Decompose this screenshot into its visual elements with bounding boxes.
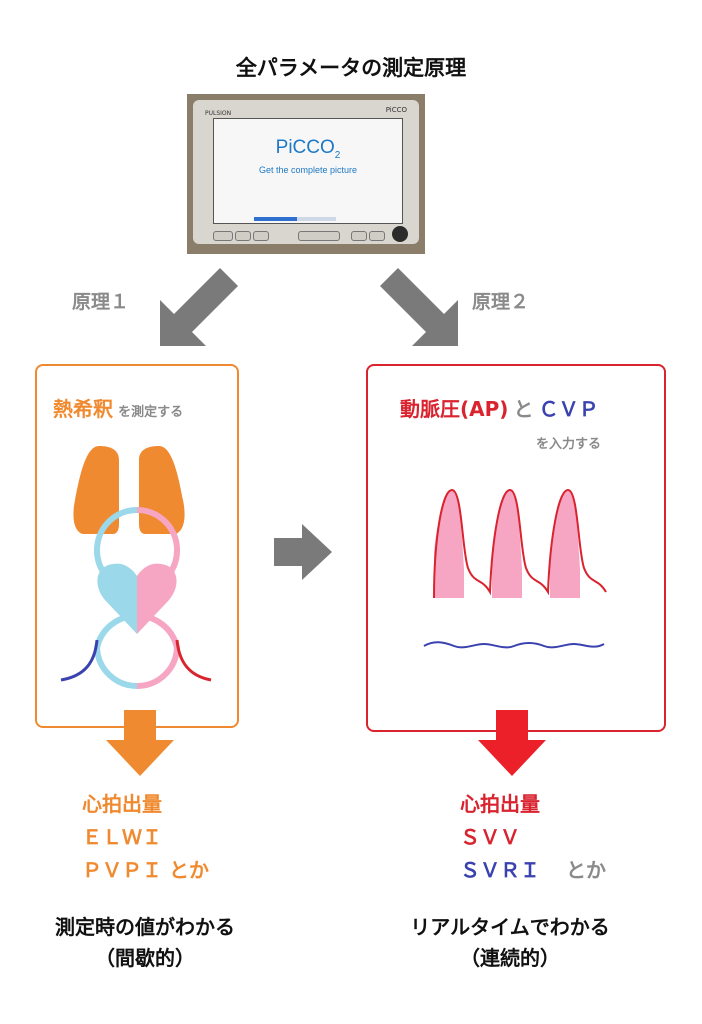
monitor-button	[235, 231, 251, 241]
monitor-screen: PiCCO2 Get the complete picture	[213, 118, 403, 224]
page-title: 全パラメータの測定原理	[235, 56, 467, 80]
left-box-heading: 熱希釈 を測定する	[53, 393, 183, 422]
result-item: 心拍出量	[460, 792, 540, 816]
arterial-waveform-icon	[423, 488, 607, 649]
arrow-down-red-icon	[478, 710, 546, 776]
left-results: 心拍出量 ＥＬＷＩ ＰＶＰＩ とか	[82, 788, 209, 887]
result-item: ＳＶＶ	[460, 825, 520, 849]
thermodilution-title: 熱希釈	[53, 397, 113, 421]
right-box-heading: 動脈圧(AP) と ＣＶＰ	[400, 393, 599, 422]
arrow-down-right-icon	[380, 268, 458, 346]
heart-lung-circulation-icon	[60, 446, 212, 690]
result-item: ＥＬＷＩ	[82, 825, 162, 849]
thermodilution-suffix: を測定する	[118, 405, 184, 420]
monitor-button	[351, 231, 367, 241]
loading-progress-bar	[254, 217, 336, 221]
loading-progress-fill	[254, 217, 297, 221]
result-item: ＰＶＰＩ とか	[82, 858, 209, 882]
brand-label-right: PiCCO	[385, 106, 407, 114]
brand-label-left: PULSION	[205, 110, 232, 117]
right-box-suffix: を入力する	[536, 437, 602, 452]
monitor-button	[213, 231, 233, 241]
arrow-down-left-icon	[160, 268, 238, 346]
monitor-bezel: PULSION PiCCO PiCCO2 Get the complete pi…	[193, 100, 419, 244]
arrow-right-icon	[274, 524, 332, 580]
continuous-caption: リアルタイムでわかる （連続的）	[410, 915, 610, 970]
screen-subtitle: Get the complete picture	[258, 165, 358, 175]
intermittent-caption: 測定時の値がわかる （間歇的）	[55, 915, 235, 970]
arterial-pressure-title: 動脈圧(AP)	[400, 397, 509, 421]
screen-title: PiCCO2	[275, 137, 341, 161]
picco-monitor-photo: PULSION PiCCO PiCCO2 Get the complete pi…	[187, 94, 425, 254]
principle-2-label: 原理２	[472, 291, 530, 313]
monitor-button	[253, 231, 269, 241]
principle-1-label: 原理１	[72, 291, 130, 313]
arrow-down-orange-icon	[106, 710, 174, 776]
result-item: 心拍出量	[82, 792, 162, 816]
monitor-button	[298, 231, 340, 241]
monitor-knob	[392, 226, 408, 242]
monitor-button	[369, 231, 385, 241]
and-label: と	[513, 397, 534, 421]
cvp-title: ＣＶＰ	[538, 397, 599, 421]
